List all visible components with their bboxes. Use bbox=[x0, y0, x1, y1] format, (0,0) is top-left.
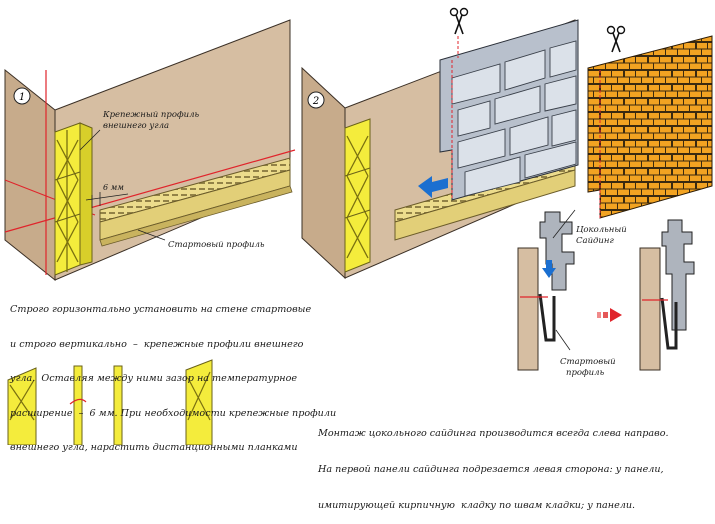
step1-corner-profile bbox=[54, 122, 93, 276]
step1-number: 1 bbox=[19, 92, 25, 103]
step1-caption: Строго горизонтально установить на стене… bbox=[10, 281, 336, 465]
caption-line: На первой панели сайдинга подрезается ле… bbox=[318, 464, 664, 475]
step2-corner-profile bbox=[344, 118, 371, 273]
step2-siding-label-line1: Цокольный bbox=[576, 225, 627, 235]
scissors-icon bbox=[449, 7, 469, 35]
step2-starter-label-line1: Стартовый bbox=[560, 357, 616, 367]
step2-illustration: 2 Цокольный Сайдинг Стартовый профиль bbox=[301, 7, 713, 378]
step1-gap-label: 6 мм bbox=[103, 183, 124, 192]
caption-line: угла. Оставляя между ними зазор на темпе… bbox=[10, 373, 298, 384]
section-detail-after bbox=[639, 219, 695, 371]
caption-line: и строго вертикально – крепежные профили… bbox=[10, 338, 304, 350]
step2-siding-label-line2: Сайдинг bbox=[576, 236, 615, 246]
step2-number-badge bbox=[307, 91, 325, 109]
caption-line: имитирующей кирпичную кладку по швам кла… bbox=[318, 500, 636, 511]
step2-number: 2 bbox=[312, 96, 319, 107]
scissors-icon bbox=[606, 25, 626, 53]
step1-starter-profile bbox=[99, 157, 293, 247]
brick-siding-panel bbox=[587, 35, 713, 219]
step1-corner-label-line1: Крепежный профиль bbox=[102, 110, 199, 120]
step1-starter-label: Стартовый профиль bbox=[168, 240, 265, 250]
step2-starter-label-line2: профиль bbox=[566, 368, 605, 378]
step1-number-badge bbox=[13, 87, 31, 105]
step1-illustration: 1 Крепежный профиль внешнего угла 6 мм С… bbox=[4, 19, 296, 282]
caption-line: Строго горизонтально установить на стене… bbox=[10, 304, 312, 315]
step2-caption: Монтаж цокольного сайдинга производится … bbox=[318, 404, 669, 524]
caption-line: внешнего угла, нарастить дистанционными … bbox=[10, 442, 298, 453]
arrow-down-icon bbox=[542, 260, 556, 278]
step1-horizontal-level-line bbox=[4, 149, 296, 233]
section-detail-before bbox=[517, 209, 576, 371]
step3-illustration-partial bbox=[7, 359, 213, 445]
caption-line: Монтаж цокольного сайдинга производится … bbox=[318, 428, 669, 439]
arrow-left-icon bbox=[418, 176, 448, 198]
step1-corner-label-line2: внешнего угла bbox=[103, 121, 169, 131]
caption-line: расширение – 6 мм. При необходимости кре… bbox=[10, 407, 337, 419]
installation-diagram: 1 Крепежный профиль внешнего угла 6 мм С… bbox=[4, 7, 713, 445]
stone-siding-panel bbox=[439, 19, 579, 201]
arrow-right-icon bbox=[597, 308, 622, 322]
step1-side-wall bbox=[4, 68, 56, 282]
